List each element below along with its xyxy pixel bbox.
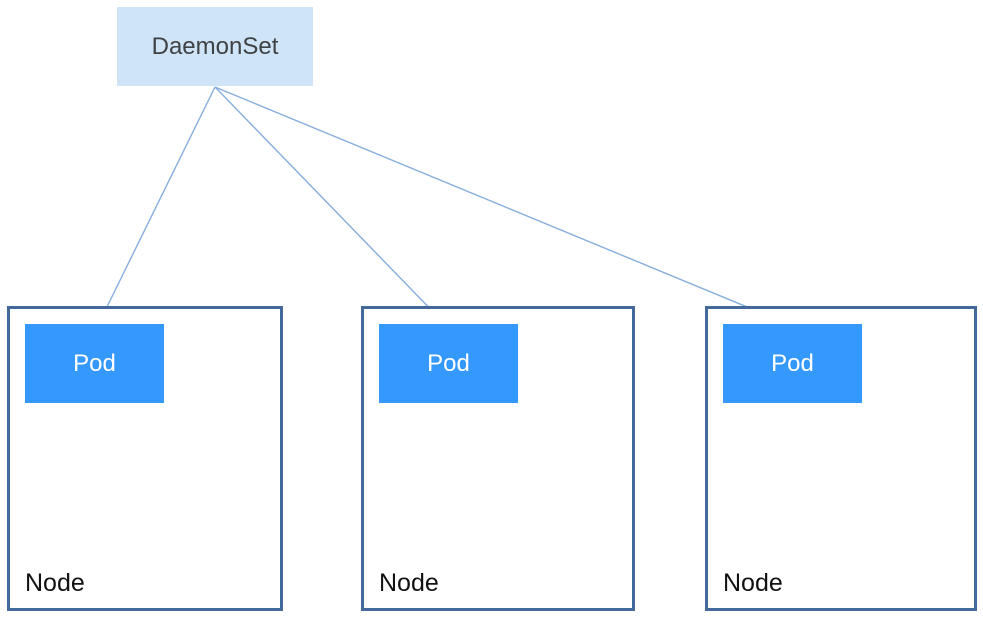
- node-label-3: Node: [723, 569, 783, 597]
- arrow-daemonset-to-pod3: [214, 86, 782, 322]
- pod-label-1: Pod: [73, 349, 116, 377]
- node-box-2: Pod Node: [361, 306, 635, 611]
- arrow-daemonset-to-pod1: [100, 86, 216, 320]
- pod-label-3: Pod: [771, 349, 814, 377]
- arrow-daemonset-to-pod2: [214, 86, 444, 323]
- pod-box-3: Pod: [723, 324, 862, 403]
- pod-box-1: Pod: [25, 324, 164, 403]
- pod-box-2: Pod: [379, 324, 518, 403]
- node-label-1: Node: [25, 569, 85, 597]
- pod-label-2: Pod: [427, 349, 470, 377]
- node-box-1: Pod Node: [7, 306, 283, 611]
- node-label-2: Node: [379, 569, 439, 597]
- node-box-3: Pod Node: [705, 306, 977, 611]
- daemonset-box: DaemonSet: [117, 7, 313, 86]
- daemonset-label: DaemonSet: [151, 32, 279, 60]
